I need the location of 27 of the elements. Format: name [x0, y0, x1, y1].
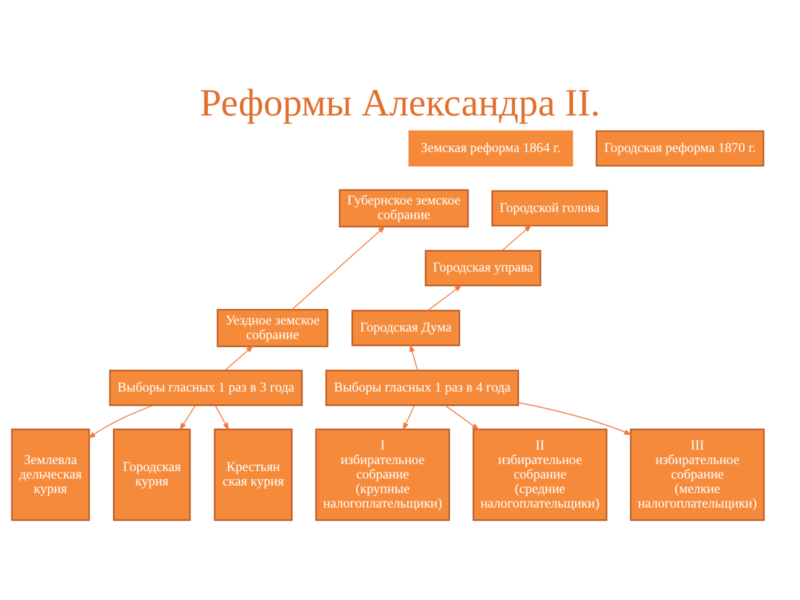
arrow — [402, 404, 415, 430]
node-box: Городская реформа 1870 г. — [596, 130, 764, 166]
node-box: Городская курия — [113, 428, 191, 520]
arrow — [444, 404, 480, 430]
node-box: Выборы гласных 1 раз в 4 года — [325, 369, 519, 406]
arrow — [88, 404, 154, 438]
diagram-title: Реформы Александра II. — [200, 82, 600, 124]
arrow — [518, 402, 632, 435]
node-box: Крестьян ская курия — [214, 428, 293, 520]
node-box: Городская Дума — [351, 309, 460, 346]
node-box: Губернское земское собрание — [338, 188, 469, 227]
node-box: II избирательное собрание (средние налогоплательщики) — [472, 428, 608, 520]
arrow — [410, 344, 418, 370]
arrow — [292, 225, 386, 310]
arrow — [224, 344, 254, 370]
node-box: Выборы гласных 1 раз в 3 года — [109, 369, 303, 406]
arrow — [427, 284, 462, 311]
node-box: Земская реформа 1864 г. — [408, 130, 574, 166]
node-box: III избирательное собрание (мелкие налогоплательщики) — [630, 428, 765, 520]
node-box: Городской голова — [491, 190, 608, 226]
arrow — [502, 224, 532, 250]
node-box: I избирательное собрание (крупные налогоплательщики) — [315, 428, 450, 520]
node-box: Городская управа — [424, 250, 542, 286]
node-box: Землевла дельческая курия — [11, 428, 90, 520]
arrow — [214, 404, 230, 430]
arrow — [179, 404, 196, 430]
node-box: Уездное земское собрание — [216, 308, 328, 347]
